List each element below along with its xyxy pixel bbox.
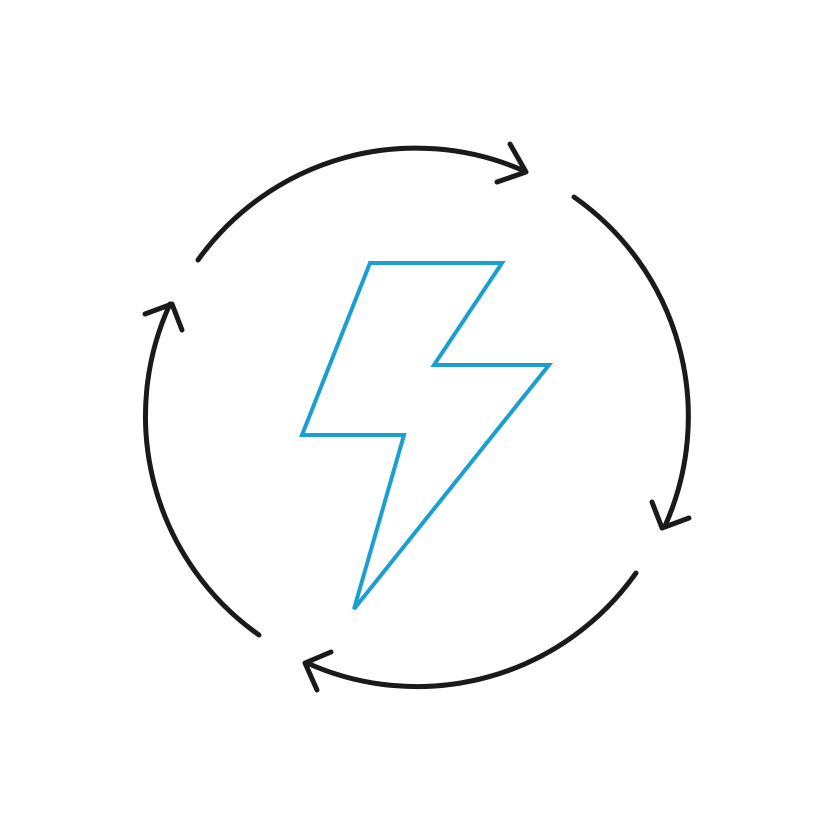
circular-arrows-icon <box>142 141 692 693</box>
right-arrowhead <box>649 499 692 531</box>
top-arrowhead <box>494 141 529 185</box>
lightning-bolt-icon <box>299 261 554 611</box>
top-arrow-arc <box>195 145 525 263</box>
right-arrow-arc <box>571 194 691 529</box>
bottom-arrow-arc <box>304 570 639 690</box>
left-arrowhead <box>142 301 185 333</box>
bottom-arrowhead <box>302 649 334 693</box>
left-arrow-arc <box>143 301 262 638</box>
